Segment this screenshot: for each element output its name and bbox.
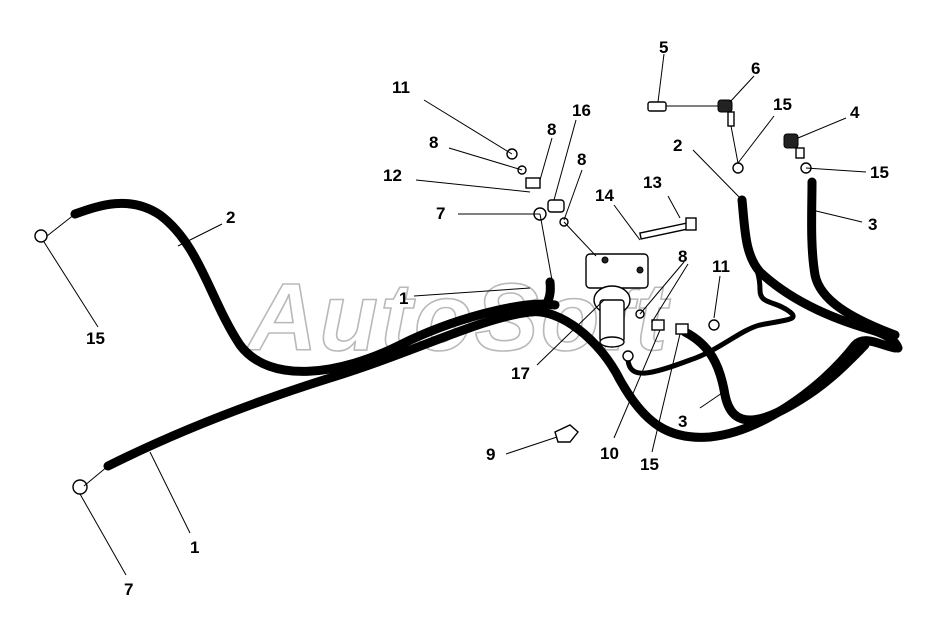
callout-15-left: 15	[86, 329, 105, 348]
leader-lines	[43, 53, 867, 576]
callout-11-right: 11	[712, 257, 730, 276]
callout-16: 16	[572, 101, 591, 120]
callout-14: 14	[595, 186, 614, 205]
fitting-cluster-bottom	[622, 309, 720, 362]
fuel-filter-assembly	[585, 253, 649, 348]
callout-8-c: 8	[577, 150, 586, 169]
callout-7-bottom: 7	[124, 580, 133, 599]
elbow-fitting-6	[717, 99, 735, 127]
callout-13: 13	[643, 173, 662, 192]
callout-2-right: 2	[673, 136, 682, 155]
callout-3-right: 3	[868, 215, 877, 234]
callout-2-left: 2	[226, 208, 235, 227]
hose-3-lower	[680, 327, 870, 425]
callout-8-a: 8	[429, 133, 438, 152]
callout-6: 6	[751, 59, 760, 78]
callout-15-bottom: 15	[640, 455, 659, 474]
callout-8-d: 8	[678, 247, 687, 266]
hose-1-riser	[525, 277, 555, 317]
callout-1-mid: 1	[399, 289, 408, 308]
callout-4: 4	[850, 103, 860, 122]
hose-2-left	[70, 198, 560, 376]
callout-15-right: 15	[870, 163, 889, 182]
bracket-9	[554, 424, 579, 443]
callout-15-top: 15	[773, 95, 792, 114]
callout-7-top: 7	[436, 204, 445, 223]
hose-3-right	[807, 177, 900, 340]
callout-5: 5	[659, 38, 668, 57]
callout-12: 12	[383, 166, 402, 185]
clamp-15-right-a	[732, 162, 744, 174]
hose-return-thin	[625, 245, 796, 376]
sensor-5	[647, 101, 718, 112]
callout-1-bottom: 1	[190, 538, 199, 557]
callout-17: 17	[511, 364, 530, 383]
clamp-7-left	[72, 479, 88, 495]
callout-3-lower: 3	[678, 412, 687, 431]
clamp-15-left	[34, 229, 48, 243]
callout-9: 9	[486, 445, 495, 464]
bolt-13	[639, 217, 697, 240]
connector-4	[783, 133, 805, 159]
callout-11-top: 11	[392, 78, 410, 97]
callout-10: 10	[600, 444, 619, 463]
callout-8-b: 8	[547, 120, 556, 139]
